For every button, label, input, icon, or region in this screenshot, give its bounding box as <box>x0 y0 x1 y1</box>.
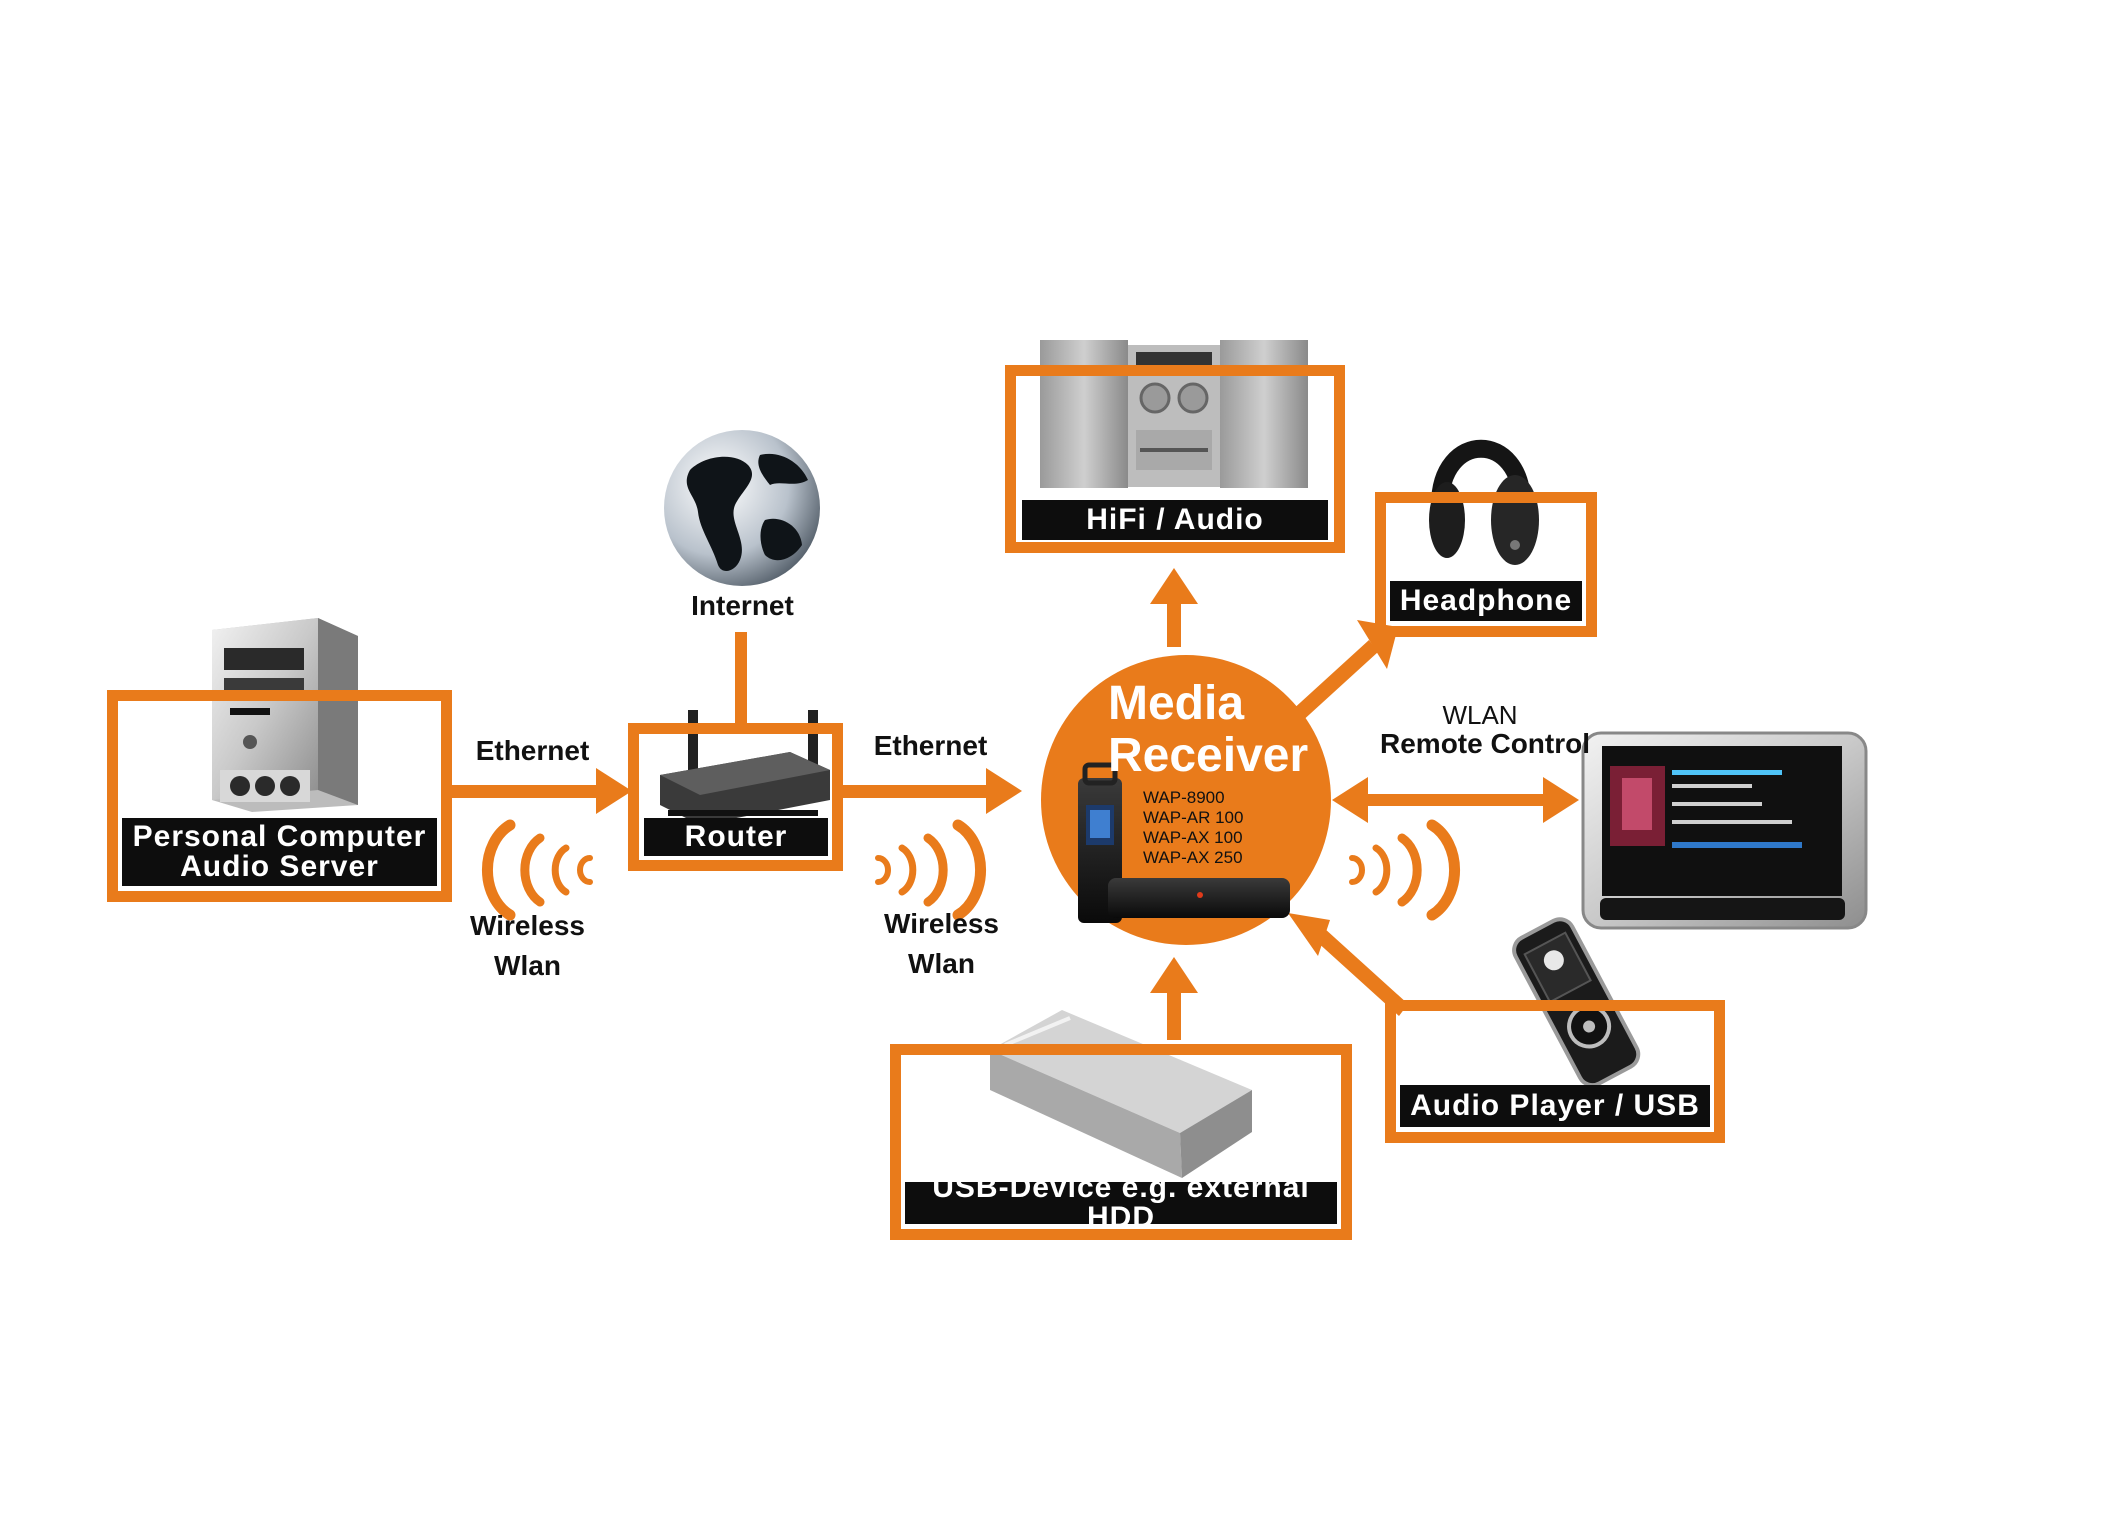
usb-hub-arrow-head <box>1150 957 1198 993</box>
router-node-label: Router <box>644 818 828 856</box>
internet-router-line <box>735 632 747 728</box>
hub-title-line1: Media <box>1108 677 1245 730</box>
hub-model-1: WAP-8900 <box>1143 788 1225 807</box>
hub-hifi-arrow-shaft <box>1167 602 1181 647</box>
wifi-arc <box>1349 855 1365 885</box>
external-hdd-icon <box>990 1010 1252 1178</box>
desktop-tower-icon <box>212 618 358 812</box>
hub-tablet-arrow-head-left <box>1332 777 1368 823</box>
globe-icon <box>664 430 820 586</box>
hub-model-3: WAP-AX 100 <box>1143 828 1243 847</box>
wifi-arc <box>1397 833 1422 907</box>
connectors <box>448 568 1579 1040</box>
wifi-signal-tablet <box>1349 819 1461 921</box>
hifi-node-label: HiFi / Audio <box>1022 500 1328 540</box>
wifi-arc <box>577 855 593 885</box>
pc-router-arrow-shaft <box>448 785 598 798</box>
hifi-node-box <box>1005 365 1345 553</box>
wifi-arc <box>1372 844 1391 896</box>
wifi-arc <box>923 833 948 907</box>
player-hub-arrow-head <box>1288 913 1330 956</box>
wifi-arc <box>1426 819 1461 921</box>
link-label-router-hub-wlan: Wlan <box>908 948 975 979</box>
link-label-pc-router-wlan: Wlan <box>494 950 561 981</box>
hifi-system-icon <box>1040 340 1308 488</box>
headphone-node-label: Headphone <box>1390 581 1582 621</box>
wifi-arc <box>481 819 516 921</box>
hub-title-line2: Receiver <box>1108 729 1309 782</box>
player-hub-arrow-shaft <box>1315 928 1408 1016</box>
audio-player-node-box <box>1385 1000 1725 1143</box>
hub-model-2: WAP-AR 100 <box>1143 808 1244 827</box>
hub-hifi-arrow-head <box>1150 568 1198 604</box>
router-icon <box>660 710 830 825</box>
link-label-router-hub-ethernet: Ethernet <box>873 730 988 761</box>
wifi-arc <box>898 844 917 896</box>
router-hub-arrow-head <box>986 768 1022 814</box>
link-label-pc-router-wireless: Wireless <box>470 910 585 941</box>
router-hub-arrow-shaft <box>838 785 988 798</box>
wifi-arc <box>952 819 987 921</box>
hub-tablet-arrow-head-right <box>1543 777 1579 823</box>
pc-node-box <box>107 690 452 902</box>
link-label-hub-tablet-remote: Remote Control <box>1380 728 1590 759</box>
audio-player-node-label: Audio Player / USB <box>1400 1085 1710 1127</box>
internet-label: Internet <box>691 590 794 621</box>
wifi-arc <box>520 833 545 907</box>
router-node-box <box>628 723 843 871</box>
media-receiver-icon <box>1078 762 1290 923</box>
tablet-remote-icon <box>1581 731 1868 930</box>
hub-tablet-arrow-shaft <box>1365 794 1545 806</box>
wifi-arc <box>551 844 570 896</box>
wifi-arc <box>875 855 891 885</box>
link-label-pc-router-ethernet: Ethernet <box>475 735 590 766</box>
wifi-signal-pc <box>481 819 593 921</box>
hub-headphone-arrow-shaft <box>1290 640 1378 724</box>
usb-device-node-box <box>890 1044 1352 1240</box>
link-label-router-hub-wireless: Wireless <box>884 908 999 939</box>
headphone-node-box <box>1375 492 1597 637</box>
hub-model-4: WAP-AX 250 <box>1143 848 1243 867</box>
usb-hub-arrow-shaft <box>1167 987 1181 1040</box>
link-label-hub-tablet-wlan: WLAN <box>1442 700 1518 730</box>
usb-device-node-label: USB-Device e.g. external HDD <box>905 1173 1337 1233</box>
pc-router-arrow-head <box>596 768 632 814</box>
pc-node-label: Personal Computer Audio Server <box>122 818 437 886</box>
wifi-signal-router <box>875 819 987 921</box>
